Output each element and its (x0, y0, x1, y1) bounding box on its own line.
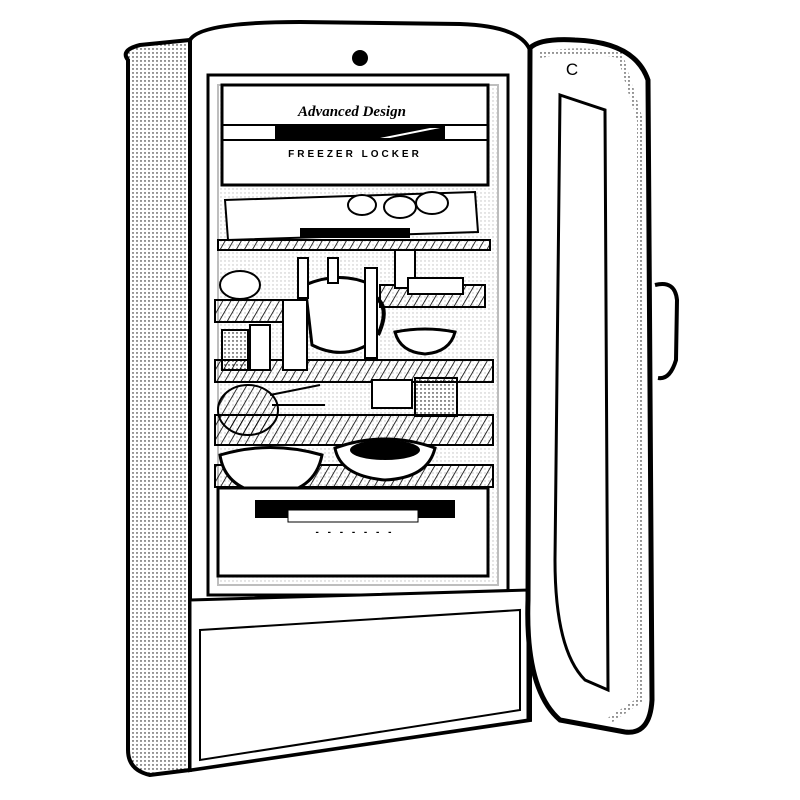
door-inner-panel (553, 92, 610, 693)
bottom-drawer (188, 588, 530, 772)
freezer-locker (220, 83, 490, 187)
freezer-label: FREEZER LOCKER (288, 149, 422, 160)
cabinet-side (123, 37, 192, 778)
brand-script: Advanced Design (297, 104, 406, 120)
pineapple (217, 384, 279, 436)
bowl (393, 327, 457, 356)
can (371, 379, 413, 409)
butter-dish (407, 277, 464, 295)
top-light-knob (352, 50, 368, 66)
salad-bowl (218, 446, 324, 497)
dessert-cup (383, 195, 417, 219)
food-items (217, 190, 480, 497)
can (414, 377, 458, 417)
bottle (282, 299, 308, 371)
open-door (525, 37, 680, 735)
dessert-cup (415, 191, 449, 215)
jar (249, 324, 271, 371)
door-emblem: C (566, 60, 578, 79)
eggs (219, 270, 261, 300)
shelf-1 (217, 239, 491, 251)
door-handle[interactable] (654, 282, 680, 381)
dessert-cup (347, 194, 377, 216)
jar (221, 329, 249, 371)
side-shelf (214, 299, 291, 323)
crisper-drawer (216, 486, 490, 578)
crisper-label: - - - - - - - (316, 527, 395, 538)
bottle (364, 267, 378, 359)
